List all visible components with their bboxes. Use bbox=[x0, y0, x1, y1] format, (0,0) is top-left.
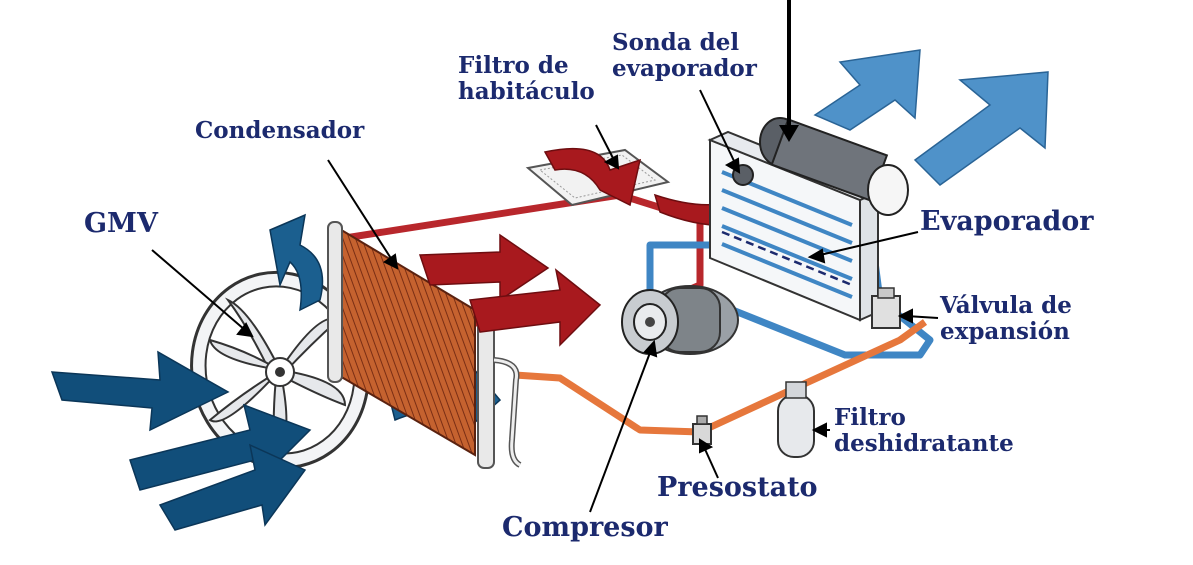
label-valvula-expansion: Válvula de expansión bbox=[940, 292, 1072, 346]
label-gmv: GMV bbox=[84, 208, 158, 239]
condenser-icon bbox=[327, 221, 522, 469]
top-pointer bbox=[779, 0, 799, 142]
inlet-air-arrows bbox=[50, 350, 312, 531]
label-condensador: Condensador bbox=[195, 117, 365, 144]
label-sonda-evaporador: Sonda del evaporador bbox=[612, 29, 757, 83]
pressure-switch-icon bbox=[692, 415, 712, 445]
expansion-valve-icon bbox=[871, 287, 901, 329]
label-evaporador: Evaporador bbox=[920, 206, 1094, 237]
leader-lines bbox=[151, 89, 939, 513]
label-compresor: Compresor bbox=[502, 512, 668, 543]
drier-filter-icon bbox=[777, 381, 815, 458]
compressor-icon bbox=[621, 285, 739, 355]
label-filtro-habitaculo: Filtro de habitáculo bbox=[458, 52, 595, 106]
label-filtro-deshidratante: Filtro deshidratante bbox=[834, 404, 1014, 458]
outlet-air-arrows bbox=[813, 49, 1049, 186]
hot-air-arrows bbox=[418, 233, 602, 347]
label-presostato: Presostato bbox=[657, 472, 818, 503]
